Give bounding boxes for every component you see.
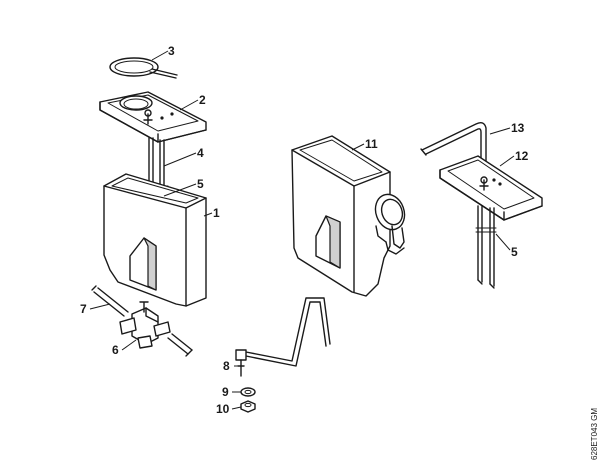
part-12-cover-plate (439, 155, 543, 221)
callout-9: 9 (222, 385, 229, 399)
callout-3: 3 (168, 44, 175, 58)
callout-leaders (89, 50, 515, 410)
callout-8: 8 (223, 359, 230, 373)
callout-5-left: 5 (197, 177, 204, 191)
part-13-bent-tube (420, 121, 487, 181)
callout-11: 11 (365, 137, 378, 151)
part-3-seal-ring (109, 57, 178, 79)
part-10-nut (240, 400, 256, 413)
part-6-pump-valve (119, 301, 171, 349)
part-8-bent-pipe (235, 297, 331, 377)
callout-5-right: 5 (511, 245, 518, 259)
callout-2: 2 (199, 93, 206, 107)
part-11-tank-with-neck (291, 135, 406, 297)
drawing-code: 628ET043 GM (590, 408, 599, 460)
callout-13: 13 (511, 121, 525, 135)
callout-6: 6 (112, 343, 119, 357)
part-9-washer (240, 387, 256, 397)
callout-4: 4 (197, 146, 204, 160)
callout-12: 12 (515, 149, 529, 163)
part-5-suction-rods (475, 205, 497, 289)
callout-1: 1 (213, 206, 220, 220)
callout-10: 10 (216, 402, 230, 416)
part-1-tank (103, 173, 207, 307)
callout-labels: 3 2 4 5 1 6 7 8 9 10 11 12 13 5 (80, 44, 529, 416)
callout-7: 7 (80, 302, 87, 316)
part-2-cover-plate (99, 91, 207, 143)
